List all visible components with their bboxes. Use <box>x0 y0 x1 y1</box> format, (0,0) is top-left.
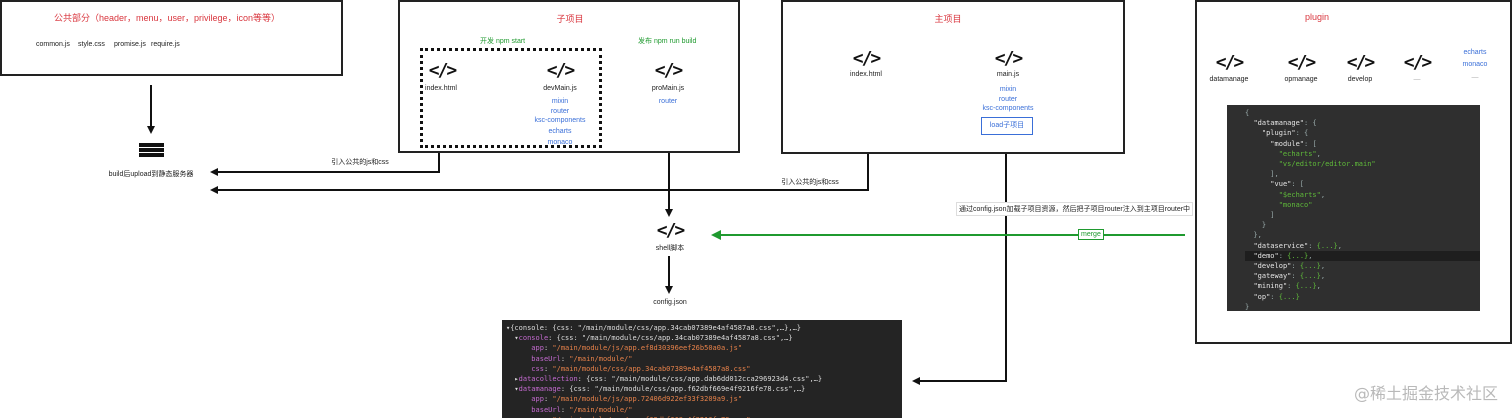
console-line: css: "/main/module/css/app.f62dbf669e4f9… <box>506 415 902 418</box>
common-box: 公共部分（header，menu，user，privilege，icon等等） … <box>0 0 343 76</box>
main-js-label: main.js <box>996 71 1020 78</box>
code-icon: </> <box>1403 52 1433 73</box>
arrow-load-to-console <box>912 138 1007 385</box>
plugin-code-panel: { "datamanage": { "plugin": { "module": … <box>1227 105 1480 311</box>
plugin-code-line: "op": {...} <box>1253 292 1300 301</box>
main-project-box: 主项目 </> index.html </> main.js mixin rou… <box>781 0 1125 154</box>
plugin-code-line: ] <box>1245 211 1275 220</box>
build-label: 发布 npm run build <box>638 38 697 45</box>
main-project-title: 主项目 <box>934 14 962 24</box>
dev-dep: echarts <box>548 128 572 135</box>
common-file: require.js <box>151 41 180 48</box>
console-line: baseUrl: "/main/module/" <box>531 405 633 414</box>
dev-dotted-group <box>420 48 602 148</box>
config-label: config.json <box>653 299 687 306</box>
shell-code-icon: </> <box>656 220 686 241</box>
console-output-panel: ▾{console: {css: "/main/module/css/app.3… <box>502 320 902 418</box>
dev-dep: monaco <box>547 139 573 146</box>
main-index-label: index.html <box>850 71 882 78</box>
edge-label-import-common: 引入公共的js和css <box>331 159 389 166</box>
code-icon: </> <box>852 48 882 69</box>
dev-main-label: devMain.js <box>543 85 577 92</box>
console-line: ▸datacollection: {css: "/main/module/css… <box>506 375 823 384</box>
plugin-code-line: ], <box>1245 170 1279 179</box>
code-icon: </> <box>994 48 1024 69</box>
plugin-code-line: { <box>1245 109 1250 117</box>
watermark: @稀土掘金技术社区 <box>1353 384 1498 403</box>
common-file: promise.js <box>114 41 146 48</box>
common-box-title: 公共部分（header，menu，user，privilege，icon等等） <box>53 13 281 23</box>
plugin-item: opmanage <box>1284 76 1318 83</box>
common-file: style.css <box>78 41 105 48</box>
plugin-dep: monaco <box>1462 61 1488 68</box>
sub-index-label: index.html <box>425 85 457 92</box>
console-line: app: "/main/module/js/app.72406d922ef33f… <box>531 395 743 404</box>
plugin-code-line: "dataservice": {...}, <box>1253 241 1342 250</box>
plugin-code-line: "gateway": {...}, <box>1253 272 1326 281</box>
console-line: css: "/main/module/css/app.34cab07389e4a… <box>531 364 751 373</box>
plugin-code-line: "module": [ <box>1270 139 1317 148</box>
server-label: build后upload到静态服务器 <box>108 171 194 178</box>
plugin-code-line: "monaco" <box>1278 200 1313 209</box>
plugin-code-line: "vs/editor/editor.main" <box>1278 160 1376 169</box>
console-line: app: "/main/module/js/app.ef8d30396eef26… <box>531 344 743 353</box>
pro-main-label: proMain.js <box>651 85 685 92</box>
plugin-item: — <box>1413 76 1421 83</box>
sub-project-title: 子项目 <box>556 14 584 24</box>
console-line: ▾console: {css: "/main/module/css/app.34… <box>506 334 793 343</box>
plugin-title: plugin <box>1304 12 1330 22</box>
plugin-item: develop <box>1347 76 1373 83</box>
plugin-item: datamanage <box>1209 76 1249 83</box>
code-icon: </> <box>1215 52 1245 73</box>
code-icon: </> <box>1346 52 1376 73</box>
console-line: ▾{console: {css: "/main/module/css/app.3… <box>506 324 802 332</box>
pro-dep: router <box>658 98 678 105</box>
main-dep: ksc-components <box>982 105 1034 112</box>
shell-label: shell脚本 <box>655 245 685 252</box>
plugin-code-line: "develop": {...}, <box>1253 262 1326 271</box>
main-dep: mixin <box>999 86 1017 93</box>
main-dep: router <box>998 96 1018 103</box>
code-icon: </> <box>1287 52 1317 73</box>
plugin-dep: echarts <box>1463 49 1487 56</box>
edge-label-import-common: 引入公共的js和css <box>781 179 839 186</box>
edge-label-load-config: 通过config.json加载子项目资源，然后把子项目router注入到主项目r… <box>956 202 1194 216</box>
edge-label-merge: merge <box>1078 229 1104 240</box>
console-line: baseUrl: "/main/module/" <box>531 354 633 363</box>
plugin-dep-dash: — <box>1471 74 1479 81</box>
code-icon: </> <box>546 60 576 81</box>
common-file: common.js <box>36 41 70 48</box>
plugin-code-line: } <box>1245 302 1250 311</box>
dev-dep: mixin <box>551 98 569 105</box>
server-icon <box>139 143 164 157</box>
plugin-code-line: "demo": {...}, <box>1245 250 1480 262</box>
sub-project-box: 子项目 开发 npm start 发布 npm run build </> in… <box>398 0 740 153</box>
plugin-code-line: "mining": {...}, <box>1253 282 1321 291</box>
plugin-code-line: "vue": [ <box>1270 180 1305 189</box>
console-line: ▾datamanage: {css: "/main/module/css/app… <box>506 385 806 394</box>
plugin-code-line: } <box>1245 221 1267 230</box>
plugin-code-line: "datamanage": { <box>1253 119 1317 128</box>
dev-dep: ksc-components <box>534 117 586 124</box>
dev-label: 开发 npm start <box>480 38 526 45</box>
code-icon: </> <box>654 60 684 81</box>
dev-dep: router <box>550 108 570 115</box>
plugin-code-line: "echarts", <box>1278 149 1321 158</box>
plugin-code-line: "plugin": { <box>1261 129 1309 138</box>
plugin-code-line: }, <box>1245 231 1262 240</box>
plugin-code-line: "$echarts", <box>1278 190 1326 199</box>
load-subproject-button[interactable]: load子项目 <box>981 117 1033 135</box>
code-icon: </> <box>428 60 458 81</box>
